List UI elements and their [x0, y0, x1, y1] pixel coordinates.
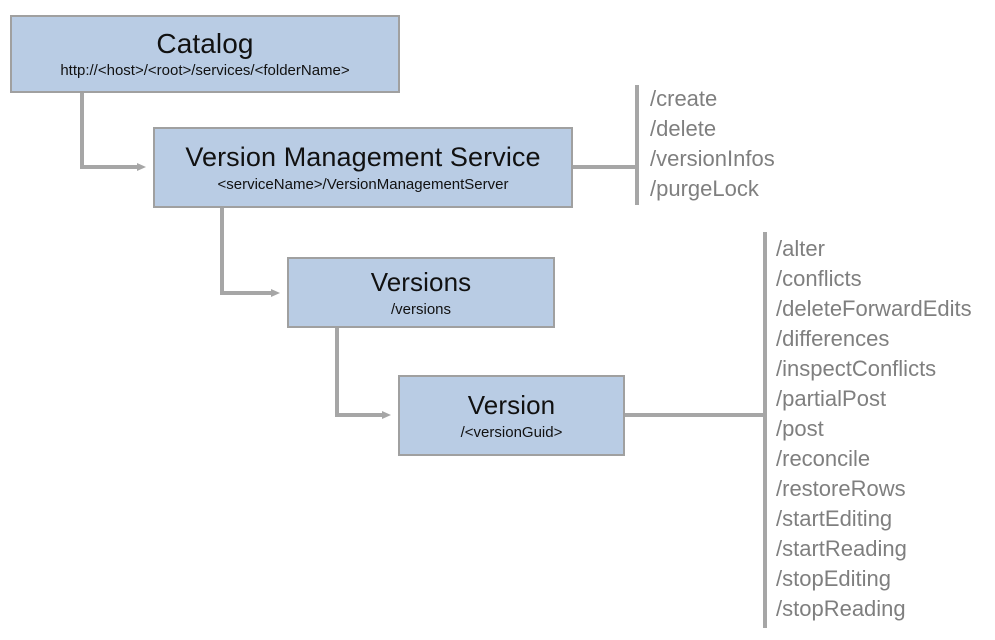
- operation-item: /partialPost: [776, 386, 887, 411]
- connector-service-to-versions: [220, 208, 280, 297]
- node-version-management-service-title: Version Management Service: [185, 141, 541, 172]
- operation-item: /delete: [650, 116, 717, 141]
- connector-service-operations-bracket: [573, 85, 639, 205]
- operation-item: /versionInfos: [650, 146, 775, 171]
- operation-item: /alter: [776, 236, 825, 261]
- operation-item: /purgeLock: [650, 176, 759, 201]
- node-version[interactable]: Version /<versionGuid>: [398, 375, 625, 456]
- operation-item: /reconcile: [776, 446, 871, 471]
- node-catalog-title: Catalog: [156, 28, 254, 59]
- node-versions-title: Versions: [370, 266, 472, 297]
- version-operations-list: /alter/conflicts/deleteForwardEdits/diff…: [776, 234, 972, 624]
- node-version-subtitle: /<versionGuid>: [460, 423, 563, 441]
- node-catalog[interactable]: Catalog http://<host>/<root>/services/<f…: [10, 15, 400, 93]
- operation-item: /inspectConflicts: [776, 356, 937, 381]
- connector-versions-to-version: [335, 328, 391, 419]
- node-catalog-subtitle: http://<host>/<root>/services/<folderNam…: [60, 62, 350, 79]
- node-versions[interactable]: Versions /versions: [287, 257, 555, 328]
- service-operations-list: /create/delete/versionInfos/purgeLock: [650, 84, 775, 204]
- operation-item: /stopEditing: [776, 566, 891, 591]
- operation-item: /startEditing: [776, 506, 893, 531]
- operation-item: /deleteForwardEdits: [776, 296, 972, 321]
- connector-version-operations-bracket: [625, 232, 767, 628]
- node-version-management-service[interactable]: Version Management Service <serviceName>…: [153, 127, 573, 208]
- operation-item: /differences: [776, 326, 890, 351]
- operation-item: /restoreRows: [776, 476, 906, 501]
- connector-catalog-to-service: [80, 93, 146, 171]
- node-version-management-service-subtitle: <serviceName>/VersionManagementServer: [217, 175, 509, 193]
- node-versions-subtitle: /versions: [390, 300, 452, 318]
- operation-item: /post: [776, 416, 824, 441]
- operation-item: /stopReading: [776, 596, 906, 621]
- operation-item: /create: [650, 86, 718, 111]
- operation-item: /conflicts: [776, 266, 862, 291]
- operation-item: /startReading: [776, 536, 907, 561]
- node-version-title: Version: [467, 389, 556, 420]
